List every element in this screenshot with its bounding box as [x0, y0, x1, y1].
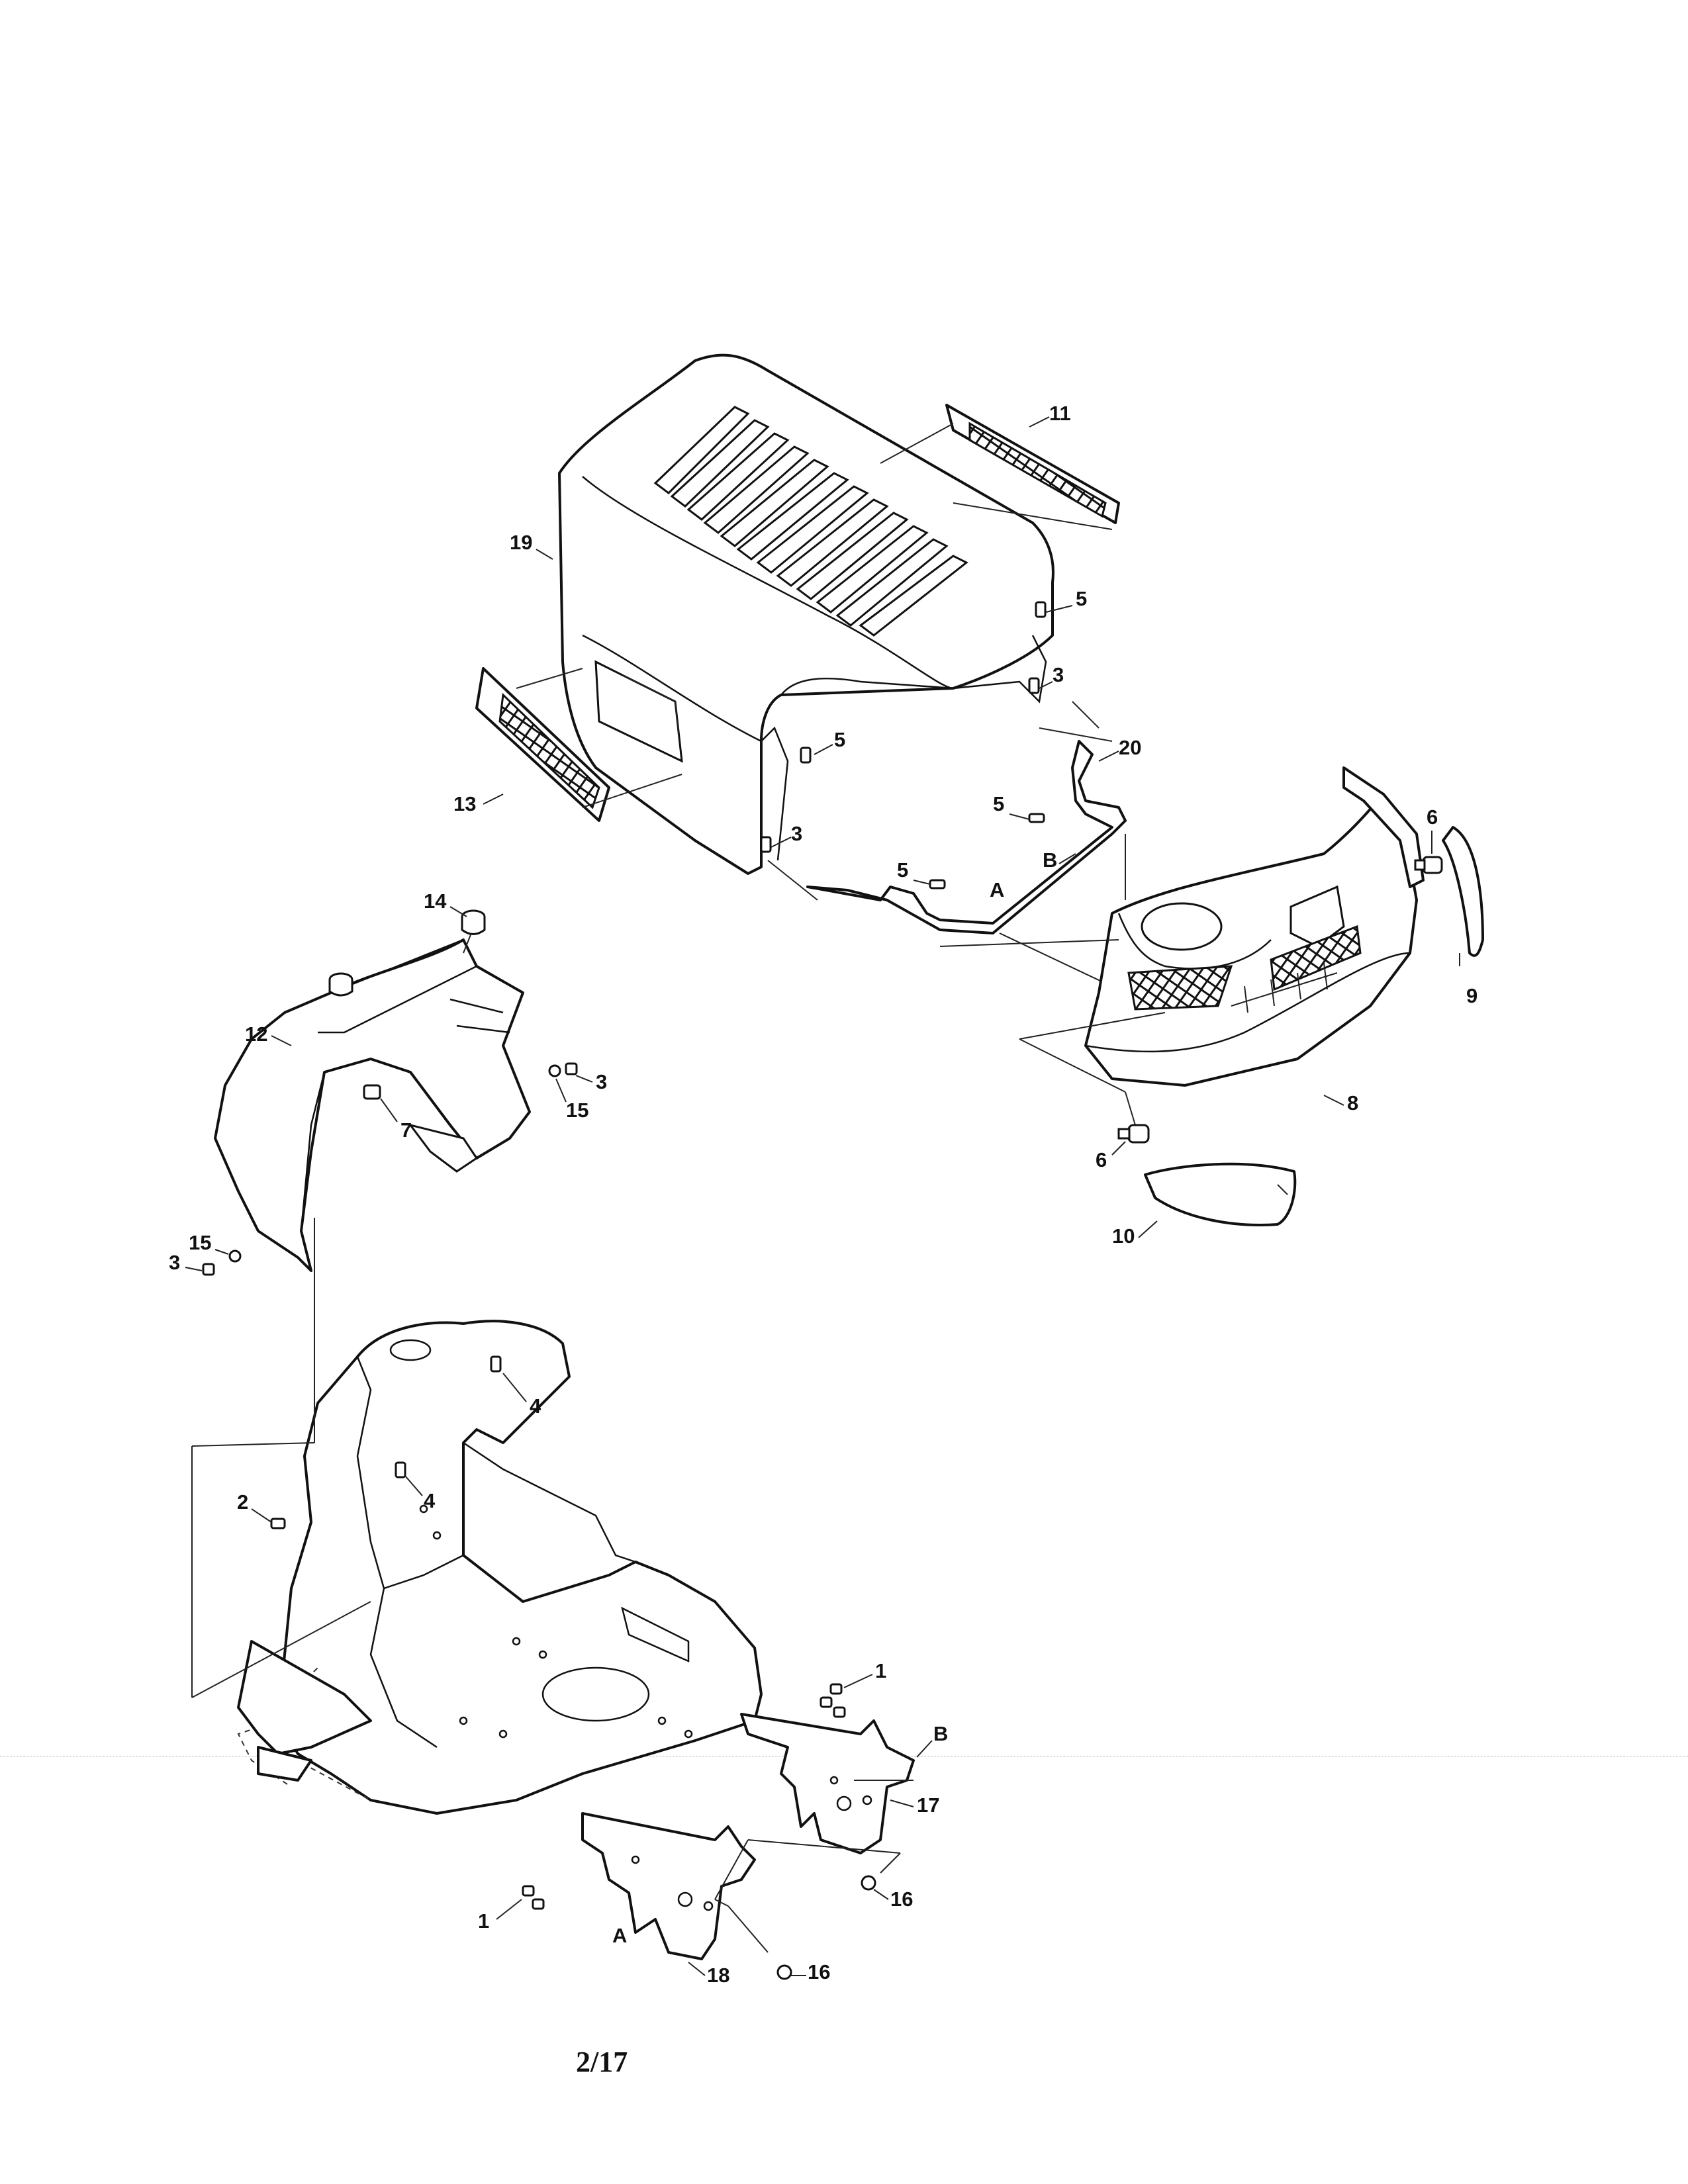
callout-labels: 11 19 5 3 20 5 5 3 13 5 A B 6 9 14 12 3 … [169, 402, 1477, 1987]
front-grille-part-8 [1084, 766, 1425, 1087]
headlight-lens-part-9 [1442, 826, 1484, 966]
screws-part-5-3 [760, 601, 1047, 889]
front-bracket-part-17 [740, 1713, 915, 1854]
callout-3: 3 [791, 822, 802, 845]
callout-17: 17 [917, 1794, 939, 1817]
callout-5: 5 [993, 792, 1004, 815]
callout-3: 3 [596, 1070, 607, 1093]
callout-15: 15 [566, 1099, 588, 1122]
callout-A: A [612, 1924, 627, 1947]
knob-part-14 [328, 909, 486, 997]
dash-panel-part-12 [214, 938, 531, 1272]
tractor-frame [237, 1320, 763, 1815]
callout-11: 11 [1049, 402, 1071, 425]
callout-5: 5 [1076, 587, 1087, 610]
callout-16: 16 [808, 1960, 830, 1983]
callout-4: 4 [530, 1394, 541, 1418]
callout-6: 6 [1096, 1148, 1107, 1171]
callout-1: 1 [478, 1909, 489, 1933]
grille-leader-lines [939, 939, 1166, 1126]
bracket-leader-lines [714, 1780, 914, 1953]
callout-A: A [990, 878, 1004, 901]
callout-5: 5 [897, 858, 908, 882]
callout-5: 5 [834, 728, 845, 751]
callout-2: 2 [237, 1490, 248, 1514]
side-grille-part-11 [880, 404, 1120, 530]
callout-3: 3 [1053, 663, 1064, 686]
callout-16: 16 [890, 1888, 913, 1911]
callout-19: 19 [510, 531, 532, 554]
callout-9: 9 [1466, 984, 1477, 1007]
callout-1: 1 [875, 1659, 886, 1682]
screw-washer-dash [202, 1062, 578, 1276]
hood-vent-slots [653, 406, 968, 637]
callout-12: 12 [245, 1023, 267, 1046]
callout-3: 3 [169, 1251, 180, 1274]
clip-part-7 [363, 1084, 381, 1100]
fastener-part-6-lower [1117, 1124, 1150, 1144]
dash-frame-leader-lines [191, 1218, 371, 1698]
page-number: 2/17 [576, 2046, 628, 2078]
callout-7: 7 [400, 1118, 412, 1142]
hood-part-19 [558, 353, 1055, 875]
callout-B: B [1043, 848, 1057, 872]
callout-13: 13 [453, 792, 476, 815]
side-grille-part-13 [475, 667, 682, 822]
fastener-part-6-upper [1414, 856, 1443, 874]
bracket-bolts [522, 1683, 876, 1980]
front-bracket-part-18 [581, 1812, 756, 1960]
callout-8: 8 [1347, 1091, 1358, 1115]
callout-14: 14 [424, 889, 447, 913]
callout-18: 18 [707, 1964, 729, 1987]
hood-bracket-part-20 [806, 740, 1127, 934]
hood-leader-lines [767, 701, 1126, 993]
frame-holes [419, 1504, 693, 1739]
callout-20: 20 [1119, 736, 1141, 759]
lens-part-10 [1144, 1162, 1297, 1226]
callout-15: 15 [189, 1231, 211, 1254]
callout-4: 4 [424, 1489, 436, 1512]
frame-bolts [270, 1355, 502, 1529]
callout-10: 10 [1112, 1224, 1135, 1248]
callout-6: 6 [1427, 805, 1438, 829]
callout-B: B [933, 1722, 948, 1745]
